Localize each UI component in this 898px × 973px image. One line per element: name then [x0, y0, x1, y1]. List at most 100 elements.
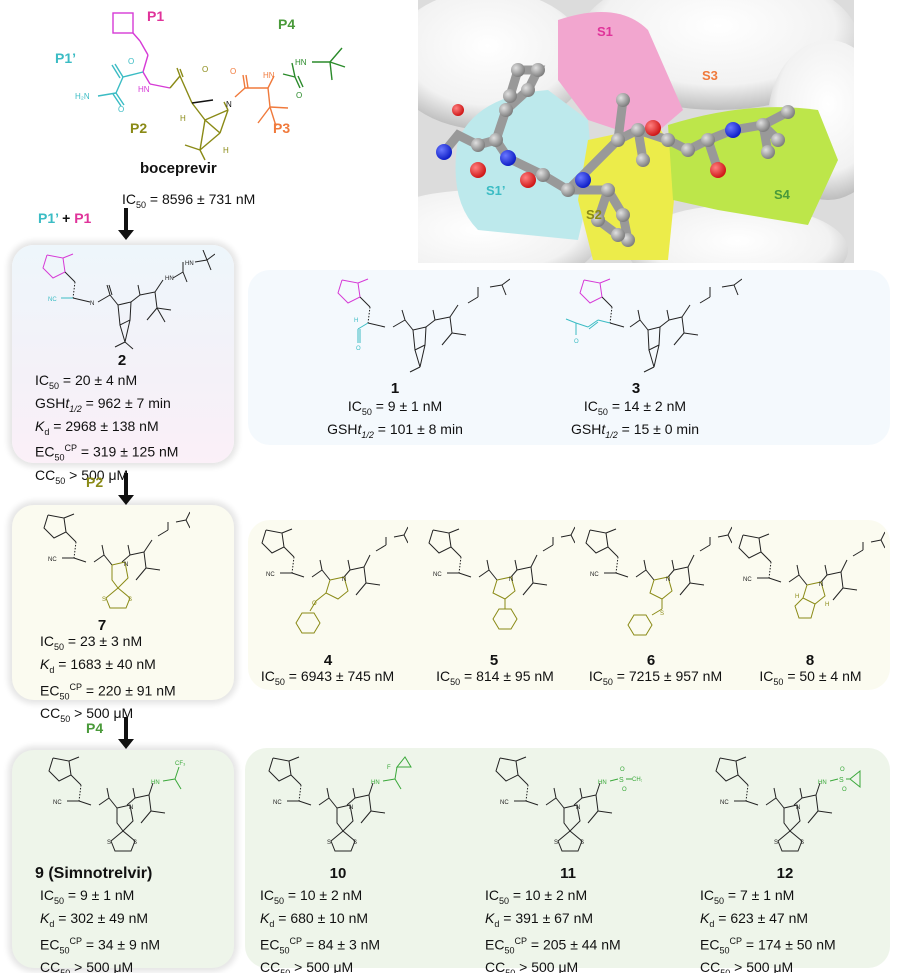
text-fragment: 50 — [279, 945, 290, 956]
text-fragment: 1/2 — [605, 430, 618, 440]
text-fragment: CP — [69, 681, 82, 692]
data-ic50: IC50 = 20 ± 4 nM — [35, 372, 178, 395]
atom-n: N — [342, 577, 346, 583]
text-fragment: 50 — [59, 945, 70, 956]
arrow-down-icon — [118, 208, 134, 240]
text-fragment: t — [65, 394, 70, 411]
text-fragment: IC — [40, 633, 54, 649]
structure-compound-9: NC N HN CF₃ S S — [45, 753, 195, 863]
text-fragment: GSH — [35, 394, 66, 411]
compound-8-data: IC50 = 50 ± 4 nM — [743, 668, 878, 691]
text-fragment: d — [494, 918, 500, 929]
compound-11-name: 11 — [560, 865, 576, 882]
atom-h: H — [180, 114, 186, 123]
data-kd: Kd = 1683 ± 40 nM — [40, 656, 176, 679]
compound-6-skeleton: NC N S — [585, 526, 733, 636]
text-fragment: 50 — [720, 967, 731, 973]
atom-nc: NC — [743, 577, 752, 583]
text-fragment: > 500 μM — [730, 959, 794, 973]
text-fragment: = 302 ± 49 nM — [54, 909, 149, 926]
atom-h: H — [223, 146, 229, 155]
structure-compound-12: NC N HN S O O S S — [712, 753, 862, 868]
atom-hn: HN — [295, 58, 307, 67]
text-fragment: t — [357, 420, 362, 437]
text-fragment: d — [709, 918, 715, 929]
data-ec50: EC50CP = 174 ± 50 nM — [700, 933, 836, 959]
data-gsh-half-life: GSHt1/2 = 15 ± 0 min — [540, 421, 730, 444]
compound-12-name: 12 — [776, 865, 794, 882]
text-fragment: K — [40, 909, 50, 926]
structure-compound-11: NC N HN S O O CH₃ S S — [492, 753, 644, 863]
text-fragment: 50 — [719, 945, 730, 956]
text-fragment: IC — [485, 887, 499, 903]
data-gsh-half-life: GSHt1/2 = 101 ± 8 min — [300, 421, 490, 444]
data-cc50: CC50 > 500 μM — [485, 959, 621, 973]
binding-pocket-render: S1 S3 S1’ S2 S4 — [418, 0, 854, 263]
text-fragment: 50 — [361, 406, 372, 417]
atom-o: O — [230, 67, 236, 76]
text-fragment: 50 — [49, 380, 60, 391]
text-fragment: GSH — [571, 420, 602, 437]
data-kd: Kd = 680 ± 10 nM — [260, 910, 380, 933]
atom-nc: NC — [433, 572, 442, 578]
atom-s: S — [839, 777, 844, 784]
text-fragment: 50 — [54, 641, 65, 652]
atom-n: N — [576, 805, 580, 811]
text-fragment: CC — [40, 959, 61, 973]
atom-f: F — [387, 765, 391, 771]
data-ec50: EC50CP = 84 ± 3 nM — [260, 933, 380, 959]
arrow-down-icon — [118, 473, 134, 505]
atom-hn: HN — [165, 276, 174, 282]
text-fragment: CP — [69, 935, 82, 946]
compound-2-name: 2 — [117, 352, 127, 369]
compound-11-skeleton: NC N HN S O O CH₃ S S — [495, 756, 644, 852]
data-ic50: IC50 = 10 ± 2 nM — [485, 887, 621, 910]
compound-2-data: IC50 = 20 ± 4 nM GSHt1/2 = 962 ± 7 min K… — [35, 372, 178, 490]
text-fragment: 50 — [499, 895, 510, 906]
compound-10-skeleton: NC N HN F S S — [268, 756, 412, 852]
text-fragment: + — [58, 210, 75, 226]
text-fragment: = 7215 ± 957 nM — [612, 668, 723, 684]
text-fragment: 50 — [55, 475, 66, 486]
compound-4-skeleton: NC N O — [261, 526, 409, 634]
compound-3-skeleton: O — [565, 278, 743, 373]
label-p1-prime: P1’ — [55, 50, 77, 66]
compound-12-data: IC50 = 7 ± 1 nM Kd = 623 ± 47 nM EC50CP … — [700, 887, 836, 973]
compound-9-data: IC50 = 9 ± 1 nM Kd = 302 ± 49 nM EC50CP … — [40, 887, 160, 973]
boceprevir-ic50: IC50 = 8596 ± 731 nM — [122, 191, 255, 210]
text-fragment: 50 — [773, 676, 784, 687]
label-p2: P2 — [130, 120, 148, 136]
text-fragment: EC — [485, 936, 505, 953]
compound-3-name: 3 — [631, 380, 641, 397]
text-fragment: d — [49, 664, 55, 675]
compound-12-skeleton: NC N HN S O O S S — [715, 756, 861, 852]
structure-compound-2: NC N HN HN — [35, 249, 216, 355]
text-fragment: > 500 μM — [515, 959, 579, 973]
atom-hn: HN — [263, 71, 275, 80]
compound-10-data: IC50 = 10 ± 2 nM Kd = 680 ± 10 nM EC50CP… — [260, 887, 380, 973]
atom-n: N — [666, 577, 670, 583]
text-fragment: = 50 ± 4 nM — [783, 668, 862, 684]
text-fragment: IC — [260, 887, 274, 903]
text-fragment: 50 — [136, 199, 147, 210]
text-fragment: = 962 ± 7 min — [81, 394, 171, 411]
data-kd: Kd = 623 ± 47 nM — [700, 910, 836, 933]
pocket-label-s1-prime: S1’ — [486, 183, 506, 198]
text-fragment: = 9 ± 1 nM — [64, 887, 135, 903]
atom-o: O — [620, 767, 625, 773]
panel-compounds-10-11-12 — [245, 748, 890, 968]
step-label-p4: P4 — [86, 720, 104, 736]
text-fragment: CP — [729, 935, 742, 946]
text-fragment: > 500 μM — [290, 959, 354, 973]
atom-cf3: CF₃ — [175, 761, 186, 767]
atom-o: O — [840, 767, 845, 773]
compound-9-name: 9 (Simnotrelvir) — [35, 865, 153, 882]
text-fragment: d — [44, 426, 50, 437]
atom-hn: HN — [598, 780, 607, 786]
atom-nc: NC — [720, 800, 729, 806]
structure-compound-8: NC N H H — [735, 530, 886, 655]
atom-o: O — [202, 65, 208, 74]
text-fragment: EC — [260, 936, 280, 953]
text-fragment: IC — [759, 668, 774, 684]
atom-hn: HN — [818, 780, 827, 786]
